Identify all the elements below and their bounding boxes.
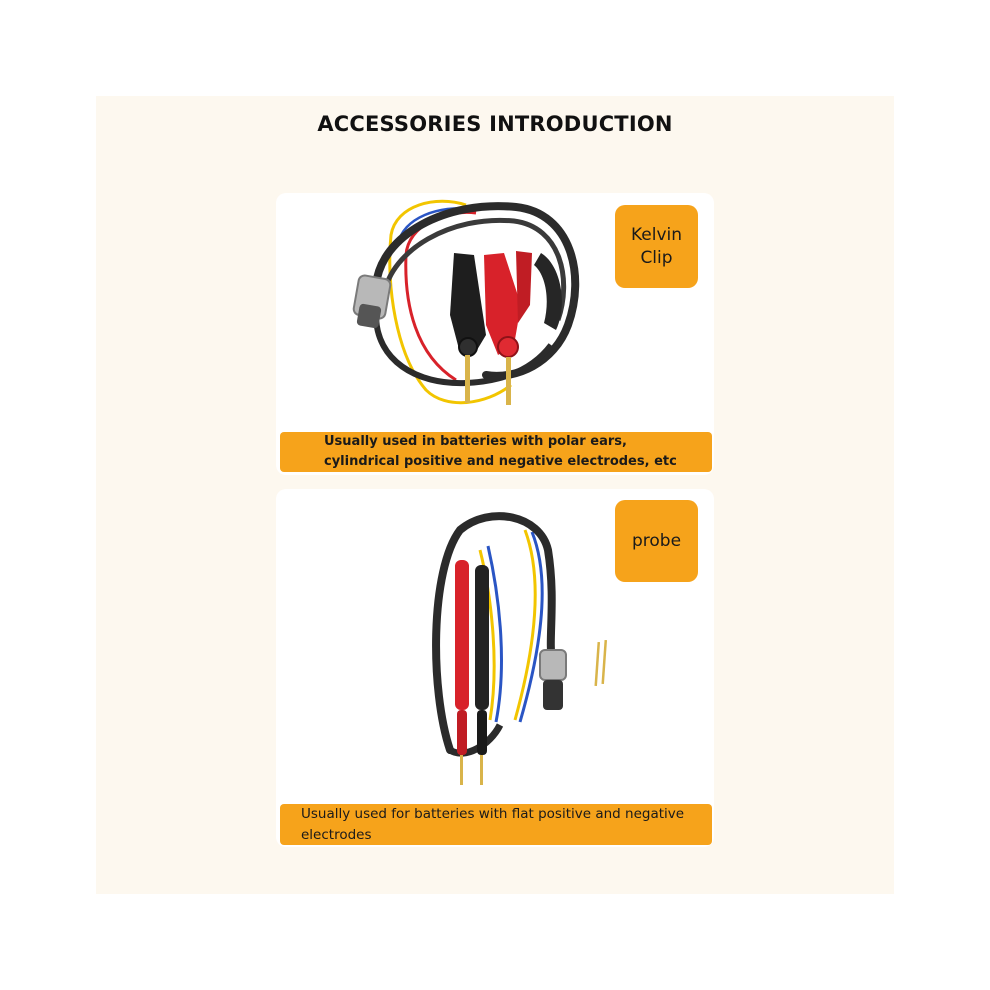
probe-caption: Usually used for batteries with flat pos… xyxy=(280,804,712,845)
kelvin-clip-image xyxy=(352,199,580,405)
page-title: ACCESSORIES INTRODUCTION xyxy=(317,112,673,136)
probe-image xyxy=(432,512,608,785)
kelvin-caption-line-2: cylindrical positive and negative electr… xyxy=(324,454,677,469)
probe-caption-line-2: electrodes xyxy=(301,827,372,843)
kelvin-caption-line-1: Usually used in batteries with polar ear… xyxy=(324,434,627,449)
probe-caption-line-1: Usually used for batteries with flat pos… xyxy=(301,806,685,822)
probe-tag: probe xyxy=(615,500,698,582)
kelvin-clip-caption: Usually used in batteries with polar ear… xyxy=(280,432,712,472)
kelvin-clip-tag: Kelvin Clip xyxy=(615,205,698,288)
